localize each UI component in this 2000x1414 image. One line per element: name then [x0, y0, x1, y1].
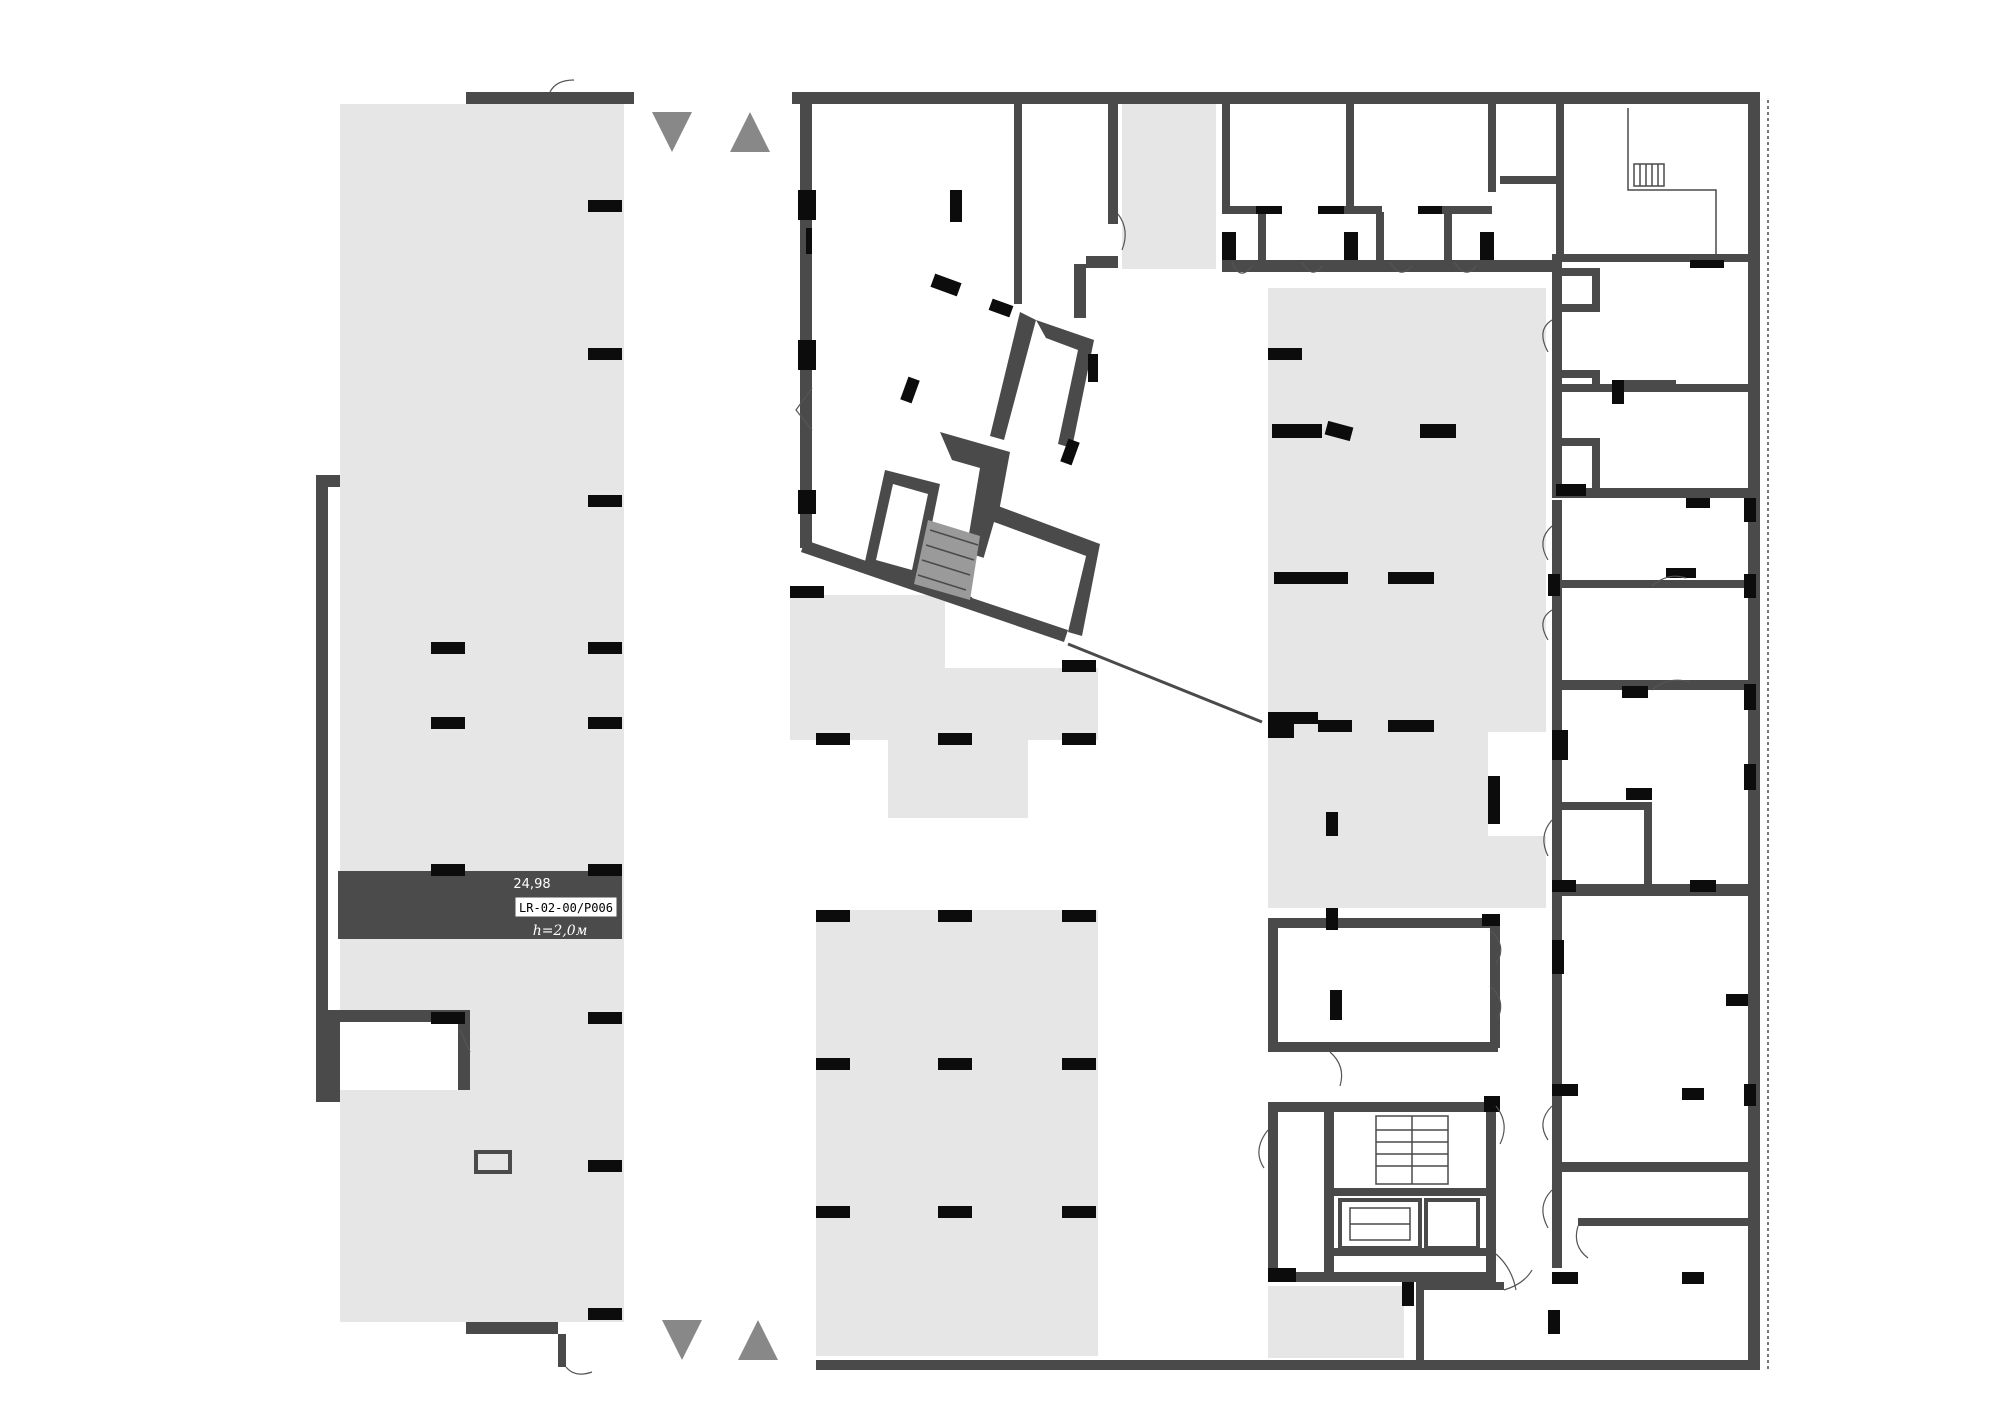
columns-left — [431, 200, 622, 1320]
lower-core — [1258, 908, 1533, 1360]
arrow-up-icon — [738, 1320, 778, 1360]
angled-core — [790, 104, 1263, 724]
top-rooms — [1222, 104, 1748, 274]
stair-icon — [1633, 163, 1665, 187]
arrow-up-icon — [730, 112, 770, 152]
columns-center — [816, 660, 1096, 1218]
right-rooms — [1542, 254, 1756, 1334]
parking-height-label: h=2,0м — [533, 923, 588, 939]
left-wing — [316, 79, 634, 1375]
parking-area-label: 24,98 — [513, 877, 550, 892]
arrow-down-icon — [662, 1320, 702, 1360]
stair-icon — [1375, 1115, 1449, 1185]
traffic-arrows — [652, 112, 778, 1360]
parking-zone-right — [1268, 288, 1548, 1358]
parking-zone-center — [790, 104, 1216, 1356]
selected-parking-space[interactable]: 24,98 LR-02-00/P006 h=2,0м — [338, 871, 622, 939]
stair-icon — [917, 529, 979, 591]
columns-right — [1268, 348, 1500, 836]
parking-code-label: LR-02-00/P006 — [519, 901, 613, 915]
arrow-down-icon — [652, 112, 692, 152]
